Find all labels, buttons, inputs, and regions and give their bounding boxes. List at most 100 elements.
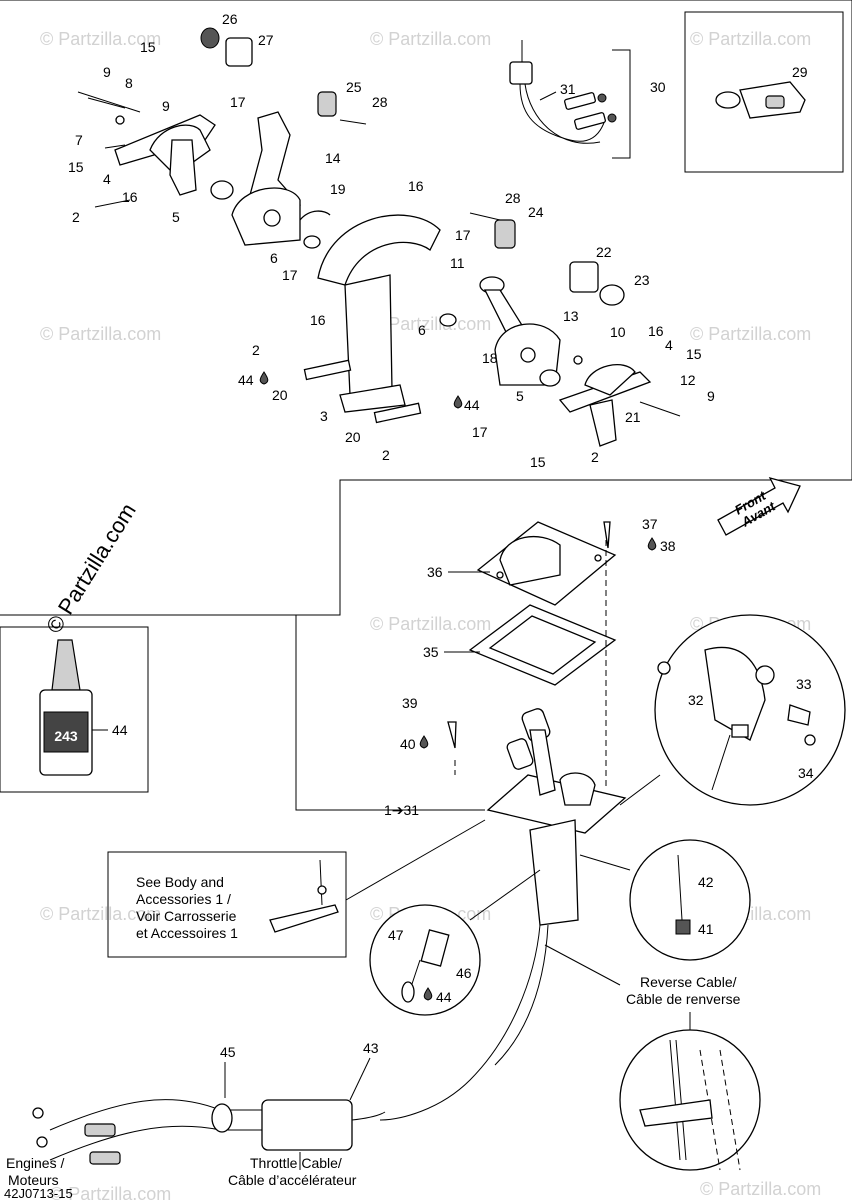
leader-43 xyxy=(349,1057,371,1101)
leader-41 xyxy=(579,854,631,871)
leader-28 xyxy=(469,212,501,221)
callout-39: 39 xyxy=(402,695,418,711)
watermark: © Partzilla.com xyxy=(690,29,811,49)
callout-4: 4 xyxy=(665,337,673,353)
see-body-box xyxy=(107,851,347,958)
callout-44: 44 xyxy=(238,372,254,388)
throttle-cable-assembly xyxy=(32,1099,386,1165)
see-body-line4: et Accessoires 1 xyxy=(136,925,238,941)
see-body-line1: See Body and xyxy=(136,874,224,890)
drop-icon xyxy=(453,395,463,409)
detail-41-42 xyxy=(675,854,691,935)
part-29 xyxy=(715,81,806,119)
callout-16: 16 xyxy=(122,189,138,205)
callout-47: 47 xyxy=(388,927,404,943)
callout-44: 44 xyxy=(436,989,452,1005)
range-leader xyxy=(295,615,485,811)
callout-7: 7 xyxy=(75,132,83,148)
callout-15: 15 xyxy=(140,39,156,55)
callout-17: 17 xyxy=(282,267,298,283)
watermark: © Partzilla.com xyxy=(370,614,491,634)
front-arrow-icon: Front Avant xyxy=(717,477,801,536)
leader-31 xyxy=(539,91,557,101)
callout-28: 28 xyxy=(505,190,521,206)
part-30-harness xyxy=(509,40,617,144)
part-39-screw xyxy=(447,721,457,749)
callout-26: 26 xyxy=(222,11,238,27)
part-25 xyxy=(317,91,337,117)
loctite-box xyxy=(0,626,149,793)
part-3-housing xyxy=(303,214,441,424)
left-lever-assembly xyxy=(77,91,234,208)
callout-34: 34 xyxy=(798,765,814,781)
callout-9: 9 xyxy=(162,98,170,114)
see-body-line2: Accessories 1 / xyxy=(136,891,231,907)
callout-15: 15 xyxy=(686,346,702,362)
callout-44: 44 xyxy=(464,397,480,413)
callout-42: 42 xyxy=(698,874,714,890)
callout-19: 19 xyxy=(330,181,346,197)
right-small-lever xyxy=(558,355,681,447)
part-32 xyxy=(657,661,671,675)
leader-reverse-arrow xyxy=(544,944,621,986)
engines-line1: Engines / xyxy=(6,1155,64,1171)
callout-9: 9 xyxy=(103,64,111,80)
callout-32: 32 xyxy=(688,692,704,708)
callout-2: 2 xyxy=(252,342,260,358)
callout-15: 15 xyxy=(530,454,546,470)
watermark: © Partzilla.com xyxy=(40,324,161,344)
callout-45: 45 xyxy=(220,1044,236,1060)
part-13-lever xyxy=(479,276,561,387)
part-6 xyxy=(439,313,457,327)
callout-30: 30 xyxy=(650,79,666,95)
detail-32-34 xyxy=(704,646,816,791)
callout-17: 17 xyxy=(230,94,246,110)
callout-40: 40 xyxy=(400,736,416,752)
callout-16: 16 xyxy=(310,312,326,328)
callout-8: 8 xyxy=(125,75,133,91)
callout-37: 37 xyxy=(642,516,658,532)
leader-46 xyxy=(469,869,541,921)
throttle-cable-line1: Throttle Cable/ xyxy=(250,1155,342,1171)
bracket-part-icon xyxy=(269,859,339,933)
part-24 xyxy=(494,219,516,249)
callout-29: 29 xyxy=(792,64,808,80)
callout-2: 2 xyxy=(382,447,390,463)
watermark: © Partzilla.com xyxy=(690,324,811,344)
part-35-gasket xyxy=(468,604,617,686)
callout-20: 20 xyxy=(345,429,361,445)
callout-46: 46 xyxy=(456,965,472,981)
part-19 xyxy=(299,210,331,221)
engines-line2: Moteurs xyxy=(8,1172,59,1188)
watermark: © Partzilla.com xyxy=(40,904,161,924)
part-6 xyxy=(303,235,321,249)
watermark: © Partzilla.com xyxy=(370,29,491,49)
callout-21: 21 xyxy=(625,409,641,425)
part-26-27 xyxy=(200,27,253,67)
upper-panel-outline xyxy=(0,0,852,616)
callout-16: 16 xyxy=(408,178,424,194)
main-control-assembly xyxy=(379,708,627,1121)
watermark: © Partzilla.com xyxy=(50,1184,171,1200)
part-36-plate xyxy=(476,521,617,606)
callout-36: 36 xyxy=(427,564,443,580)
callout-35: 35 xyxy=(423,644,439,660)
callout-10: 10 xyxy=(610,324,626,340)
callout-44: 44 xyxy=(112,722,128,738)
watermark: © Partzilla.com xyxy=(370,314,491,334)
drop-icon xyxy=(647,537,657,551)
callout-43: 43 xyxy=(363,1040,379,1056)
callout-2: 2 xyxy=(591,449,599,465)
callout-range: 1➔31 xyxy=(384,802,419,818)
callout-22: 22 xyxy=(596,244,612,260)
callout-33: 33 xyxy=(796,676,812,692)
drop-icon xyxy=(423,987,433,1001)
callout-14: 14 xyxy=(325,150,341,166)
callout-6: 6 xyxy=(418,322,426,338)
leader-28 xyxy=(339,119,367,125)
drop-icon xyxy=(259,371,269,385)
reverse-cable-line1: Reverse Cable/ xyxy=(640,974,737,990)
callout-2: 2 xyxy=(72,209,80,225)
callout-5: 5 xyxy=(172,209,180,225)
